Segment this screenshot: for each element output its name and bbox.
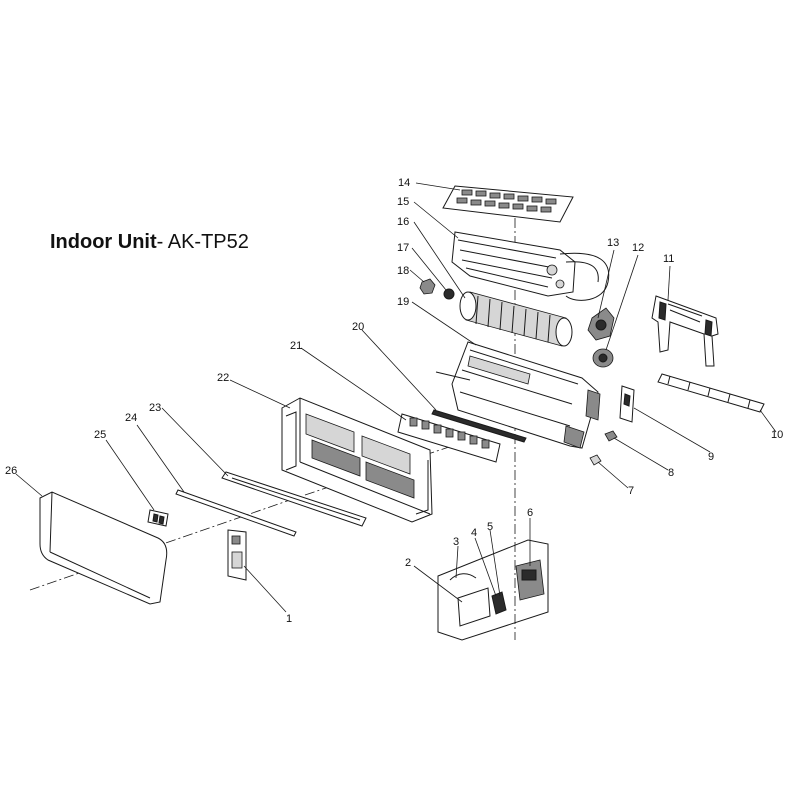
label-part-16: 16	[397, 216, 409, 228]
label-part-23: 23	[149, 402, 161, 414]
part-electrical-box-group	[437, 539, 549, 641]
part-guide-louver	[221, 471, 367, 527]
label-part-9: 9	[708, 451, 714, 463]
part-display-strip	[175, 489, 297, 537]
label-part-22: 22	[217, 372, 229, 384]
label-part-7: 7	[628, 485, 634, 497]
title-model: - AK-TP52	[156, 231, 249, 253]
label-part-1: 1	[286, 613, 292, 625]
part-holder	[619, 385, 635, 423]
title-bold: Indoor Unit	[50, 231, 157, 253]
label-part-8: 8	[668, 467, 674, 479]
part-mounting-plate	[651, 295, 719, 367]
label-part-3: 3	[453, 536, 459, 548]
label-part-12: 12	[632, 242, 644, 254]
part-number-labels: 14 15 16 17 18 19 20 21 22 23 24 25 26 1…	[5, 177, 783, 625]
leader-lines	[15, 182, 777, 613]
label-part-6: 6	[527, 507, 533, 519]
label-part-15: 15	[397, 196, 409, 208]
label-part-26: 26	[5, 465, 17, 477]
part-clip	[604, 430, 618, 442]
label-part-24: 24	[125, 412, 137, 424]
label-part-5: 5	[487, 521, 493, 533]
label-part-14: 14	[398, 177, 410, 189]
part-bearing-holder	[419, 278, 455, 300]
label-part-4: 4	[471, 527, 477, 539]
part-evaporator	[451, 231, 610, 301]
part-air-filter	[442, 185, 574, 223]
part-chassis	[435, 341, 601, 449]
label-part-25: 25	[94, 429, 106, 441]
part-fan-motor	[587, 307, 615, 341]
part-remote-controller	[227, 529, 247, 581]
part-front-cover	[39, 491, 168, 605]
part-display-board	[147, 509, 169, 527]
label-part-17: 17	[397, 242, 409, 254]
diagram-title: Indoor Unit- AK-TP52	[50, 231, 249, 254]
label-part-21: 21	[290, 340, 302, 352]
label-part-11: 11	[663, 253, 674, 265]
part-louver	[397, 413, 501, 463]
label-part-19: 19	[397, 296, 409, 308]
part-drain-hose	[657, 373, 765, 413]
label-part-20: 20	[352, 321, 364, 333]
part-cross-flow-fan	[459, 291, 573, 347]
label-part-10: 10	[771, 429, 783, 441]
label-part-18: 18	[397, 265, 409, 277]
label-part-2: 2	[405, 557, 411, 569]
part-swing-shaft	[431, 409, 527, 443]
part-motor-cover	[592, 348, 614, 368]
part-front-frame	[281, 397, 433, 523]
label-part-13: 13	[607, 237, 619, 249]
